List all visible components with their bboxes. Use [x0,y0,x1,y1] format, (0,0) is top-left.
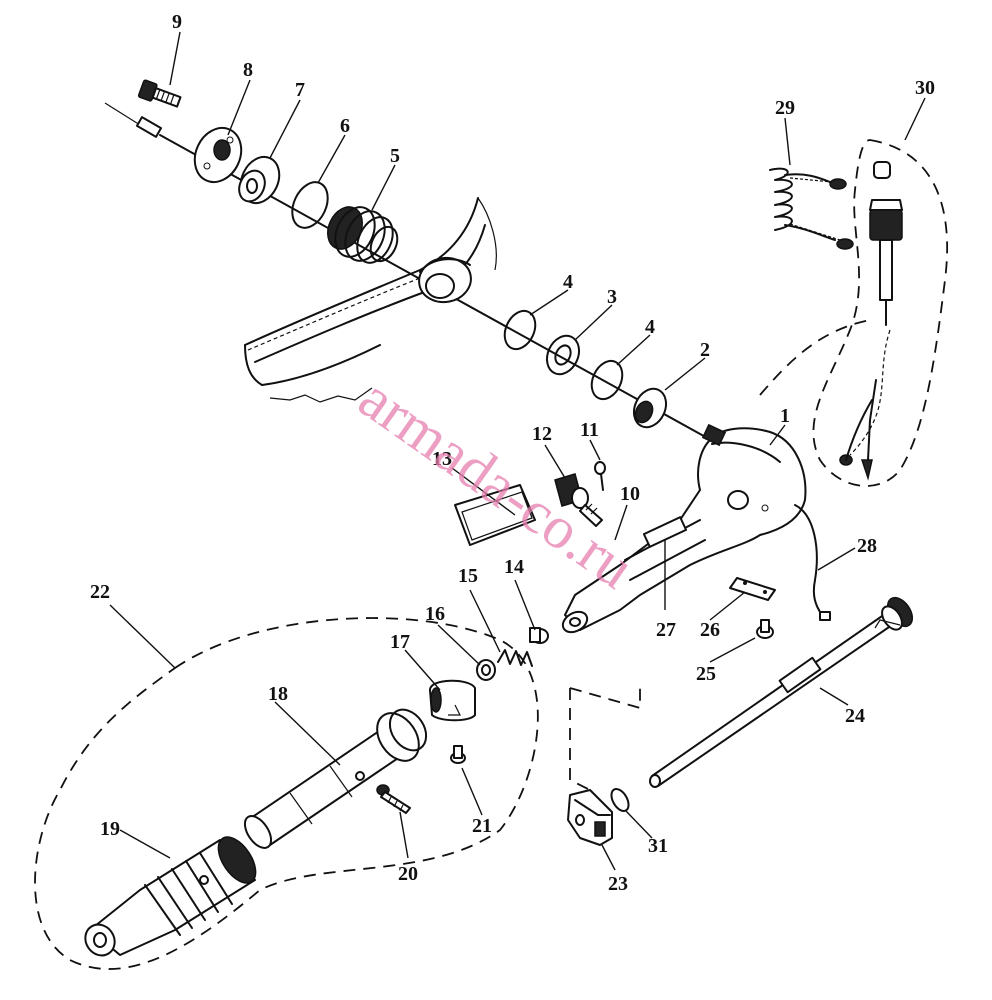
part-14-shoe [529,627,549,644]
part-16-washer [476,659,496,681]
callout-26: 26 [700,619,720,641]
callout-15: 15 [458,565,478,587]
callout-29: 29 [775,97,795,119]
dashed-mount-line [569,687,641,710]
part-23-bracket [567,789,613,846]
group-22-outline [34,617,539,970]
callout-25: 25 [696,663,716,685]
dashed-arc-line [759,319,871,396]
callout-10: 10 [620,483,640,505]
callout-30: 30 [915,77,935,99]
callout-31: 31 [648,835,668,857]
callout-labels: 9 8 7 6 5 4 3 4 2 1 29 30 12 11 13 10 27… [90,11,935,895]
group-30-outline [812,139,949,487]
callout-18: 18 [268,683,288,705]
callout-7: 7 [295,79,305,101]
callout-17: 17 [390,631,410,653]
part-20-screw [376,784,411,814]
callout-3: 3 [607,286,617,308]
part-12-friction-knob [554,473,603,527]
callout-6: 6 [340,115,350,137]
callout-27: 27 [656,619,676,641]
part-4-oring-a [503,309,537,351]
part-6-oring [291,181,329,229]
callout-19: 19 [100,818,120,840]
callout-2: 2 [700,339,710,361]
callout-8: 8 [243,59,253,81]
part-15-spring [497,649,533,667]
callout-24: 24 [845,705,865,727]
callout-11: 11 [580,419,599,441]
callout-4a: 4 [563,271,573,293]
callout-5: 5 [390,145,400,167]
part-28-wire [794,504,831,621]
callout-23: 23 [608,873,628,895]
part-9-bolt [137,79,182,108]
part-5-bellows [327,206,399,264]
dashed-bracket-line [569,688,591,791]
cowl-grommet [418,256,472,304]
part-17-clamp [429,679,476,722]
part-31-washer [610,788,630,812]
callout-4b: 4 [645,316,655,338]
leader-lines [109,31,926,871]
part-3-retainer [545,334,581,376]
part-26-plate [729,577,776,601]
part-19-grip [84,836,257,957]
part-7-grommet [238,155,281,205]
part-21-screw [450,745,466,764]
callout-12: 12 [532,423,552,445]
cowling-fragment [244,197,497,403]
part-29-lanyard [769,167,854,250]
callout-14: 14 [504,556,524,578]
part-27-decal [642,516,688,548]
part-18-throttle-shaft [243,708,428,849]
part-1-tiller-bracket [561,423,807,634]
callout-1: 1 [780,405,790,427]
callout-20: 20 [398,863,418,885]
part-4-oring-b [590,359,624,401]
callout-28: 28 [857,535,877,557]
callout-21: 21 [472,815,492,837]
part-13-decal [454,484,536,546]
callout-9: 9 [172,11,182,33]
part-2-grommet [632,387,668,429]
callout-13: 13 [432,448,452,470]
part-11-pin [594,461,606,491]
part-24-shift-rod [649,596,914,788]
callout-16: 16 [425,603,445,625]
part-8-flange [193,126,243,184]
part-25-screw [756,619,774,639]
callout-22: 22 [90,581,110,603]
part-30-stop-switch [839,161,903,481]
